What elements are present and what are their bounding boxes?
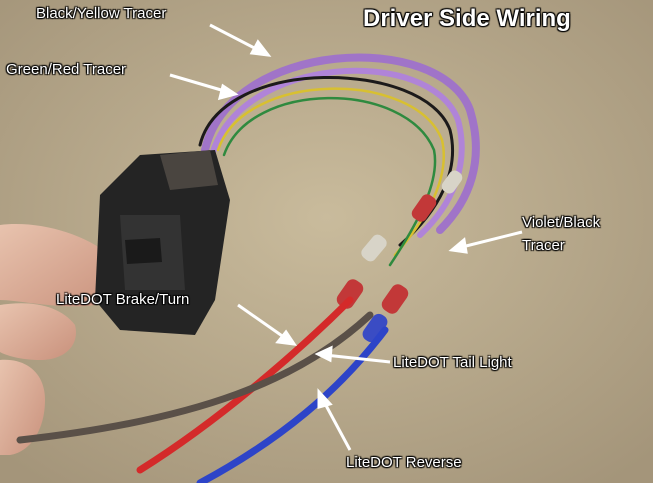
- arrow-reverse: [320, 397, 352, 451]
- wire-connector: [95, 150, 230, 335]
- arrow-violet-black: [457, 230, 523, 250]
- lead-wires: [16, 296, 389, 483]
- tail-light-wire: [16, 311, 374, 444]
- arrow-green-red: [169, 73, 229, 94]
- arrow-tail-light: [324, 353, 391, 364]
- arrow-brake-turn: [237, 303, 289, 342]
- label-litedot-brake-turn: LiteDOT Brake/Turn: [56, 291, 190, 308]
- label-violet-black-line1: Violet/Black: [522, 214, 601, 231]
- annotation-arrows: [169, 23, 523, 451]
- butt-connectors: [336, 170, 463, 343]
- label-violet-black-line2: Tracer: [522, 237, 565, 254]
- label-black-yellow-tracer: Black/Yellow Tracer: [36, 5, 167, 22]
- hand: [0, 224, 123, 455]
- page-title: Driver Side Wiring: [363, 5, 571, 32]
- reverse-wire: [196, 326, 389, 483]
- label-green-red-tracer: Green/Red Tracer: [6, 61, 127, 78]
- label-litedot-reverse: LiteDOT Reverse: [346, 454, 462, 471]
- label-litedot-tail-light: LiteDOT Tail Light: [393, 354, 512, 371]
